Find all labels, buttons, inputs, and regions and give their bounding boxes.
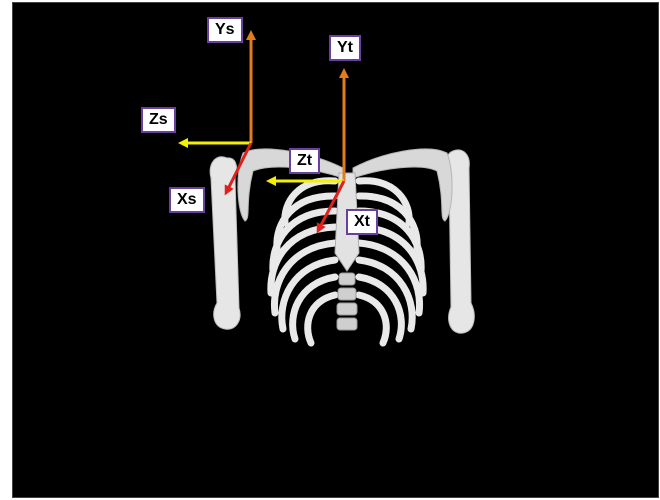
skeleton-scene (13, 3, 658, 497)
ys-label: Ys (207, 17, 243, 43)
zt-label: Zt (289, 148, 320, 174)
xt-label: Xt (346, 209, 378, 235)
xs-label: Xs (169, 187, 205, 213)
render-viewport[interactable]: Ys Zs Xs Yt Zt Xt (12, 2, 659, 498)
zs-label: Zs (141, 107, 176, 133)
left-humerus (210, 157, 240, 330)
spine (337, 273, 357, 330)
yt-label: Yt (329, 35, 361, 61)
